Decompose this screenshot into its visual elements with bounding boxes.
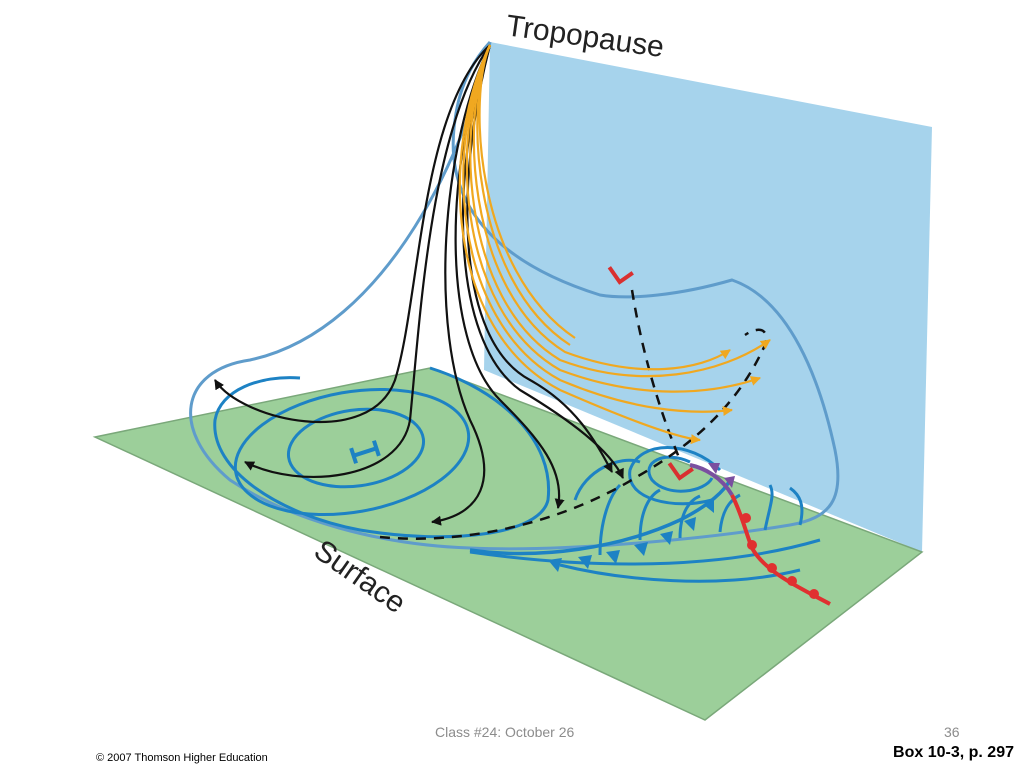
footer-class-info: Class #24: October 26 (435, 724, 575, 740)
flow-line (472, 44, 731, 371)
ascending-flow (458, 44, 771, 445)
footer-copyright: © 2007 Thomson Higher Education (96, 752, 268, 764)
upper-low-marker (607, 266, 634, 285)
flow-line (214, 44, 491, 424)
isobar (678, 494, 701, 539)
cold-front (469, 479, 732, 572)
front-triangle (704, 499, 714, 513)
isobar (286, 407, 426, 489)
occluded-front (689, 463, 735, 497)
front-semicircle (741, 513, 751, 523)
front-semicircle (747, 540, 757, 550)
isobar (213, 366, 551, 539)
front-triangle (548, 558, 562, 572)
isobar (628, 446, 722, 506)
isobar (559, 563, 801, 583)
surface-trough (379, 328, 768, 540)
isobar (763, 484, 774, 531)
flow-line (478, 44, 576, 339)
front-triangle (578, 555, 592, 569)
high-isobars (213, 366, 551, 539)
front-triangle (606, 550, 620, 564)
front-semicircle (787, 576, 797, 586)
flow-line (458, 44, 701, 445)
front-semicircle (809, 589, 819, 599)
warm-front (730, 494, 831, 606)
surface-low-marker (667, 462, 694, 481)
flow-line (465, 44, 761, 393)
footer-source: Box 10-3, p. 297 (893, 744, 1014, 761)
flow-line (469, 44, 771, 378)
flow-line (462, 44, 733, 417)
flow-line (244, 44, 491, 478)
isobar (789, 486, 804, 526)
isobar (469, 538, 821, 566)
cyclone-volume-outline (189, 40, 840, 551)
trough-axis (630, 289, 682, 461)
front-semicircle (767, 563, 777, 573)
vertical-plane (484, 42, 932, 552)
footer-page-number: 36 (944, 724, 960, 740)
isobar (718, 493, 741, 533)
isobar (647, 455, 714, 493)
isobar (638, 488, 661, 541)
front-triangle (634, 542, 648, 556)
surface-plane (92, 367, 924, 721)
high-marker (349, 440, 381, 464)
front-triangle (684, 517, 696, 531)
front-triangle (660, 531, 673, 545)
flow-line (431, 44, 491, 526)
